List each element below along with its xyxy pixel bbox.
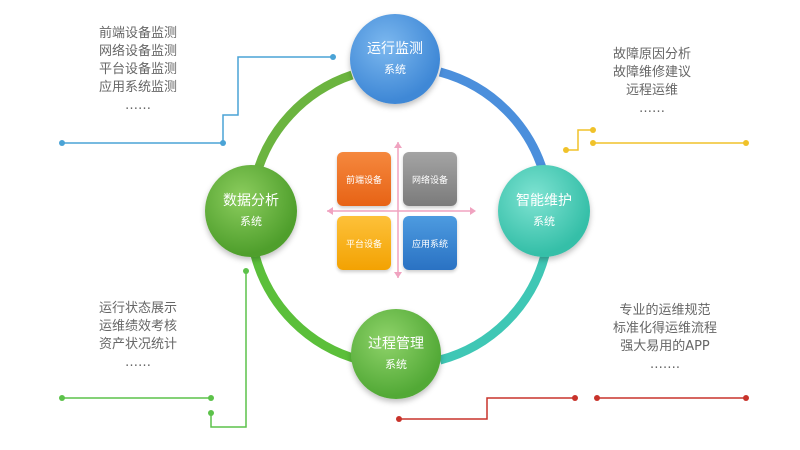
text-line: 故障原因分析	[612, 47, 691, 62]
connector-dot	[208, 395, 214, 401]
tile-front-end-devices: 前端设备	[337, 152, 391, 206]
text-ellipsis: ……	[125, 355, 151, 370]
connector-top-right	[566, 129, 593, 151]
tile-platform-devices: 平台设备	[337, 216, 391, 270]
text-line: 应用系统监测	[98, 80, 177, 95]
text-block-bottom-left: 运行状态展示 运维绩效考核 资产状况统计 ……	[78, 300, 198, 372]
connector-top-left	[62, 56, 333, 144]
connector-dot	[594, 395, 600, 401]
tile-application-systems: 应用系统	[403, 216, 457, 270]
connector-dot	[208, 410, 214, 416]
node-smart-maintenance: 智能维护 系统	[498, 165, 590, 257]
node-subtitle: 系统	[385, 358, 407, 371]
center-axis-arrow-right	[470, 207, 476, 215]
text-line: 强大易用的APP	[620, 339, 710, 354]
connector-dot	[743, 140, 749, 146]
node-title: 过程管理	[368, 336, 424, 352]
connector-dot	[563, 147, 569, 153]
text-line: 平台设备监测	[98, 62, 177, 77]
text-ellipsis: ……	[125, 98, 151, 113]
ring-arc-top-right	[438, 67, 550, 180]
node-process-management: 过程管理 系统	[351, 309, 441, 399]
connector-dot	[396, 416, 402, 422]
node-data-analysis: 数据分析 系统	[205, 165, 297, 257]
connector-dot	[59, 395, 65, 401]
text-line: 远程运维	[625, 83, 678, 98]
node-subtitle: 系统	[384, 63, 406, 76]
text-block-top-left: 前端设备监测 网络设备监测 平台设备监测 应用系统监测 ……	[78, 25, 198, 115]
connector-dot	[590, 127, 596, 133]
connector-dot	[330, 54, 336, 60]
ring-arc-bottom-right	[438, 253, 550, 365]
node-title: 数据分析	[223, 193, 279, 209]
node-subtitle: 系统	[533, 215, 555, 228]
text-block-top-right: 故障原因分析 故障维修建议 远程运维 ……	[592, 46, 712, 118]
connector-dot	[743, 395, 749, 401]
text-line: 前端设备监测	[98, 26, 177, 41]
center-axis-arrow-up	[394, 142, 402, 148]
connector-bottom-right	[399, 397, 575, 420]
ring-arc-bottom-left	[250, 253, 362, 365]
text-line: 专业的运维规范	[619, 303, 711, 318]
connector-dot	[220, 140, 226, 146]
node-operation-monitoring: 运行监测 系统	[350, 14, 440, 104]
connector-dot	[59, 140, 65, 146]
text-block-bottom-right: 专业的运维规范 标准化得运维流程 强大易用的APP …….	[595, 302, 735, 374]
node-title: 智能维护	[516, 193, 572, 209]
text-line: 运维绩效考核	[98, 319, 177, 334]
text-line: 标准化得运维流程	[612, 321, 717, 336]
node-title: 运行监测	[367, 41, 423, 57]
connector-dot	[590, 140, 596, 146]
text-line: 网络设备监测	[98, 44, 177, 59]
center-axis-arrow-down	[394, 272, 402, 278]
text-line: 运行状态展示	[98, 301, 177, 316]
text-line: 资产状况统计	[98, 337, 177, 352]
tile-network-devices: 网络设备	[403, 152, 457, 206]
text-ellipsis: …….	[649, 357, 681, 372]
connector-dot	[572, 395, 578, 401]
connector-bottom-left-vertical	[210, 271, 247, 428]
ring-arc-top-left	[250, 70, 354, 182]
node-subtitle: 系统	[240, 215, 262, 228]
center-axis-arrow-left	[327, 207, 333, 215]
text-ellipsis: ……	[639, 101, 665, 116]
text-line: 故障维修建议	[612, 65, 691, 80]
connector-dot	[243, 268, 249, 274]
